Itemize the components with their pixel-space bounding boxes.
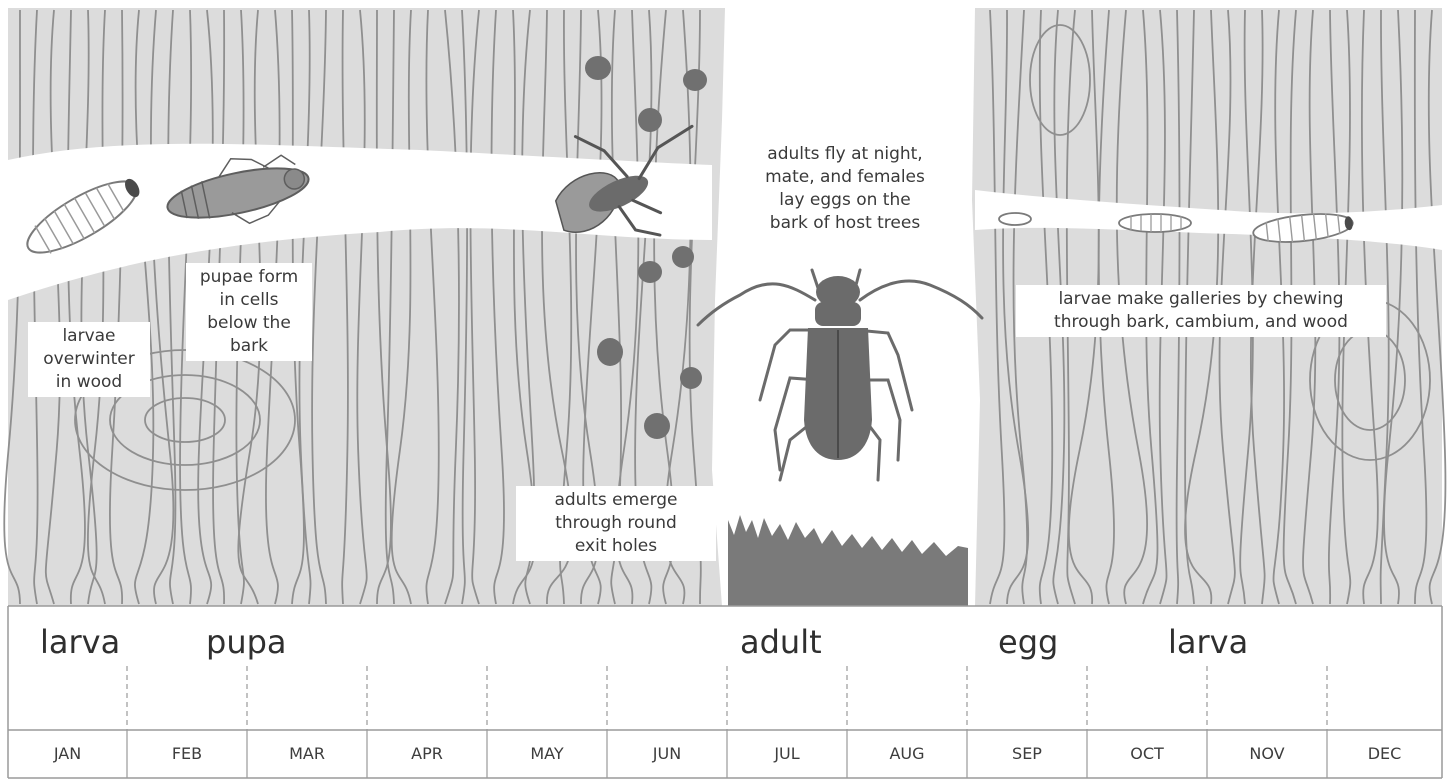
label-adults-fly: adults fly at night, mate, and females l… <box>734 140 956 238</box>
label-line: larvae <box>34 325 144 348</box>
label-line: below the <box>192 312 306 335</box>
label-line: in wood <box>34 371 144 394</box>
stage-label-larva: larva <box>40 622 120 662</box>
month-label: JAN <box>8 730 127 778</box>
stage-label-pupa: pupa <box>206 622 287 662</box>
month-label: FEB <box>127 730 247 778</box>
young-larva-icon <box>1119 214 1191 232</box>
month-label: AUG <box>847 730 967 778</box>
label-line: adults fly at night, <box>740 143 950 166</box>
month-label: OCT <box>1087 730 1207 778</box>
stage-label-egg: egg <box>998 622 1058 662</box>
label-line: larvae make galleries by chewing <box>1022 288 1380 311</box>
month-label: SEP <box>967 730 1087 778</box>
month-label: JUL <box>727 730 847 778</box>
label-line: adults emerge <box>522 489 710 512</box>
label-line: pupae form <box>192 266 306 289</box>
label-line: bark <box>192 335 306 358</box>
label-line: bark of host trees <box>740 212 950 235</box>
label-line: lay eggs on the <box>740 189 950 212</box>
label-larvae-galleries: larvae make galleries by chewing through… <box>1016 285 1386 337</box>
month-label: APR <box>367 730 487 778</box>
month-label: DEC <box>1327 730 1442 778</box>
label-larvae-overwinter: larvae overwinter in wood <box>28 322 150 397</box>
label-pupae-form: pupae form in cells below the bark <box>186 263 312 361</box>
stage-label-larva-late: larva <box>1168 622 1248 662</box>
stage-label-adult: adult <box>740 622 822 662</box>
label-line: in cells <box>192 289 306 312</box>
month-label: MAY <box>487 730 607 778</box>
beetle-icon <box>698 270 982 480</box>
month-label: NOV <box>1207 730 1327 778</box>
label-line: through bark, cambium, and wood <box>1022 311 1380 334</box>
label-line: overwinter <box>34 348 144 371</box>
egg-icon <box>999 213 1031 225</box>
label-line: mate, and females <box>740 166 950 189</box>
label-adults-emerge: adults emerge through round exit holes <box>516 486 716 561</box>
month-label: MAR <box>247 730 367 778</box>
label-line: through round <box>522 512 710 535</box>
label-line: exit holes <box>522 535 710 558</box>
grass-icon <box>728 515 968 606</box>
month-label: JUN <box>607 730 727 778</box>
